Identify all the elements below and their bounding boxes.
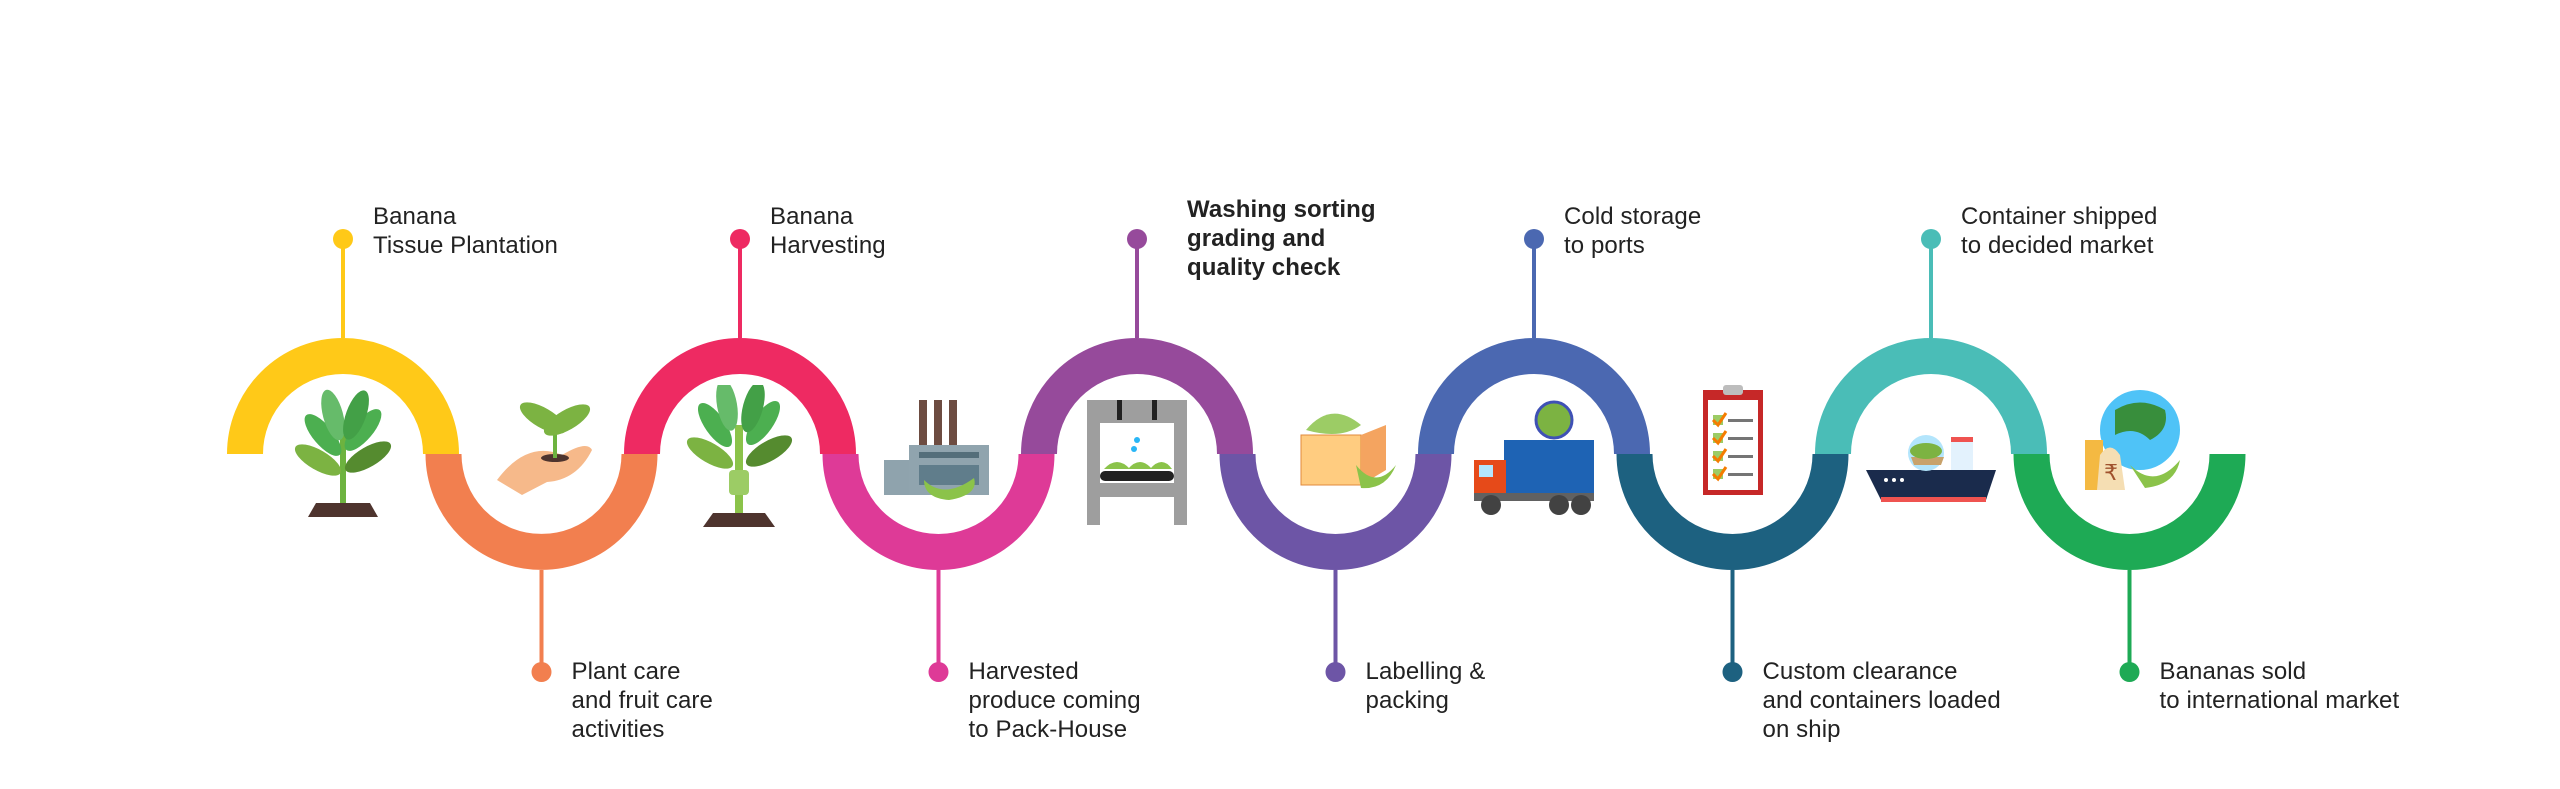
step-dot	[1921, 229, 1941, 249]
factory-icon	[883, 400, 989, 500]
wave-arc-tissue-plantation	[227, 338, 459, 455]
label-line: and containers loaded	[1762, 687, 2001, 714]
label-line: grading and	[1187, 225, 1326, 252]
label-line: Harvesting	[770, 232, 886, 259]
reefer-truck-icon	[1474, 400, 1594, 515]
step-dot	[1127, 229, 1147, 249]
step-dot	[531, 662, 552, 682]
label-line: Banana	[373, 203, 457, 230]
hand-sapling-icon	[496, 402, 592, 495]
step-custom-clearance	[1616, 453, 1849, 682]
step-bananas-sold	[2013, 453, 2246, 682]
label-line: packing	[1365, 687, 1449, 714]
step-dot	[1524, 229, 1544, 249]
label-line: Custom clearance	[1762, 658, 1958, 685]
label-line: to ports	[1564, 232, 1645, 259]
wave-arc-harvesting	[624, 338, 856, 455]
step-dot	[730, 229, 750, 249]
wave-arc-cold-storage	[1418, 338, 1650, 455]
step-dot	[1722, 662, 1743, 682]
globe-money-icon: ₹	[2084, 390, 2180, 490]
label-line: Tissue Plantation	[373, 232, 558, 259]
label-line: and fruit care	[571, 687, 713, 714]
label-line: to decided market	[1961, 232, 2154, 259]
checklist-clipboard-icon	[1702, 385, 1763, 495]
step-labelling	[1219, 453, 1452, 682]
wave-arc-container-shipped	[1815, 338, 2047, 455]
svg-text:₹: ₹	[2104, 461, 2118, 486]
wave-arc-custom-clearance	[1616, 453, 1849, 570]
wave-arc-bananas-sold	[2013, 453, 2246, 570]
label-line: Bananas sold	[2159, 658, 2307, 685]
step-pack-house	[822, 453, 1055, 682]
wave-arc-plant-care	[425, 453, 658, 570]
step-dot	[2119, 662, 2140, 682]
label-line: produce coming	[968, 687, 1141, 714]
step-plant-care	[425, 453, 658, 682]
label-line: Container shipped	[1961, 203, 2158, 230]
cargo-ship-icon	[1866, 435, 1996, 502]
wave-arc-labelling	[1219, 453, 1452, 570]
washing-machine-icon	[1087, 400, 1187, 525]
wave-arc-washing	[1021, 338, 1253, 455]
packing-box-icon	[1300, 413, 1396, 489]
label-line: to Pack-House	[968, 716, 1128, 743]
step-dot	[928, 662, 949, 682]
label-line: to international market	[2159, 687, 2400, 714]
label-line: Plant care	[571, 658, 681, 685]
step-washing	[1021, 229, 1253, 455]
label-line: activities	[571, 716, 665, 743]
banana-plant-icon	[294, 389, 392, 517]
step-label-labelling: Labelling &packing	[1366, 657, 1486, 715]
step-dot	[333, 229, 353, 249]
step-harvesting	[624, 229, 856, 455]
fruiting-banana-plant-icon	[686, 385, 793, 527]
label-line: Cold storage	[1564, 203, 1702, 230]
label-line: Banana	[770, 203, 854, 230]
step-tissue-plantation	[227, 229, 459, 455]
label-line: quality check	[1187, 254, 1341, 281]
step-container-shipped	[1815, 229, 2047, 455]
step-dot	[1325, 662, 1346, 682]
label-line: Washing sorting	[1187, 196, 1376, 223]
label-line: Labelling &	[1365, 658, 1486, 685]
step-cold-storage	[1418, 229, 1650, 455]
label-line: Harvested	[968, 658, 1079, 685]
label-line: on ship	[1762, 716, 1841, 743]
wave-arc-pack-house	[822, 453, 1055, 570]
